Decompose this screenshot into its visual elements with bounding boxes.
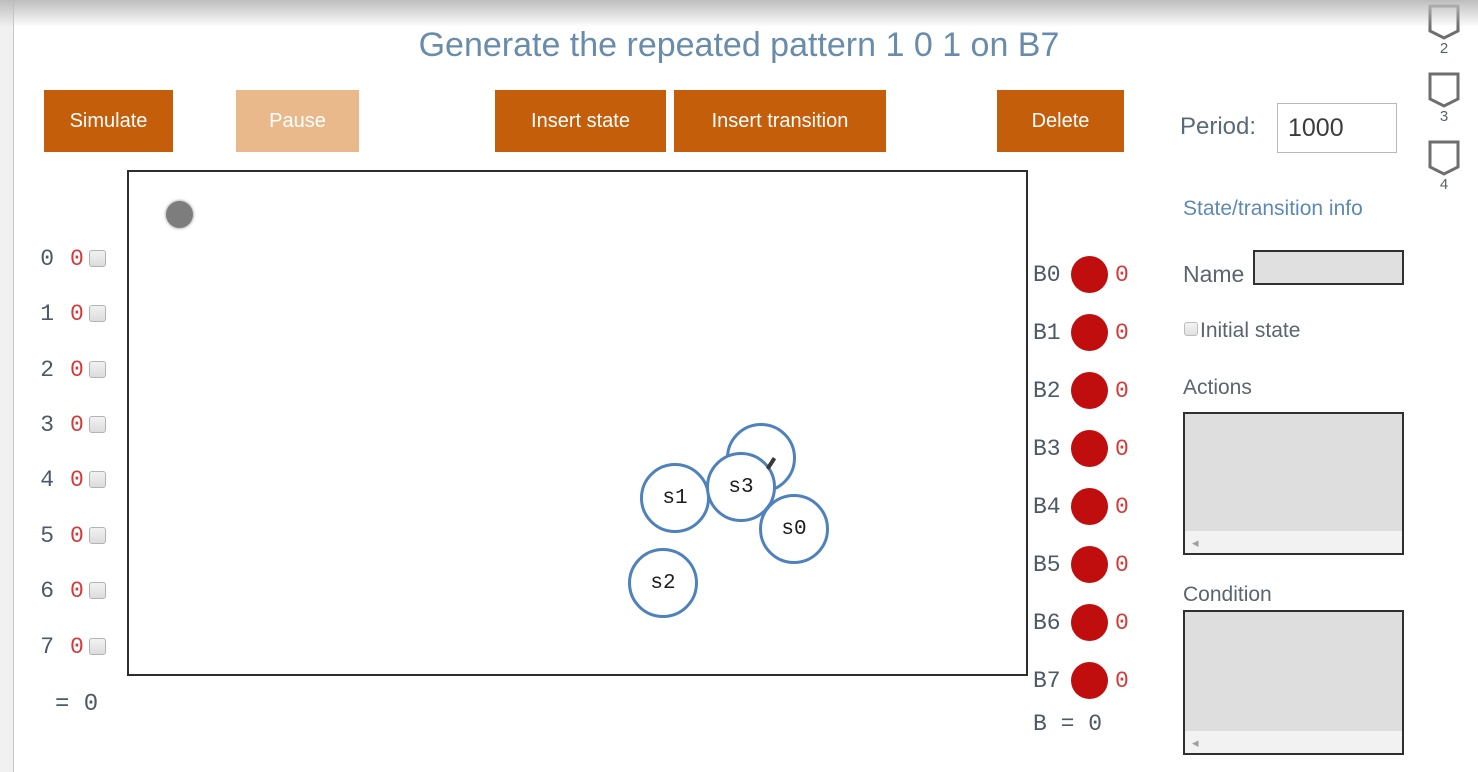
input-bit-value: 0 [70, 301, 84, 327]
condition-textarea[interactable] [1185, 612, 1402, 731]
actions-label: Actions [1183, 376, 1252, 399]
output-led [1071, 488, 1108, 525]
input-bit-checkbox[interactable] [89, 471, 106, 488]
output-led [1071, 256, 1108, 293]
condition-horizontal-scrollbar[interactable]: ◂ [1185, 731, 1402, 753]
input-bit-value: 0 [70, 634, 84, 660]
info-panel-title: State/transition info [1183, 197, 1363, 220]
period-input[interactable] [1277, 103, 1397, 153]
simulate-button[interactable]: Simulate [44, 90, 173, 152]
input-bit-label: 2 [40, 357, 54, 383]
scroll-left-icon[interactable]: ◂ [1192, 534, 1199, 550]
period-label: Period: [1180, 113, 1257, 140]
input-bit-checkbox[interactable] [89, 305, 106, 322]
input-bit-checkbox[interactable] [89, 582, 106, 599]
output-bit-value: 0 [1115, 668, 1129, 694]
input-bit-checkbox[interactable] [89, 527, 106, 544]
input-bit-value: 0 [70, 357, 84, 383]
pause-button[interactable]: Pause [236, 90, 359, 152]
insert-state-button[interactable]: Insert state [495, 90, 666, 152]
state-node-s2[interactable]: s2 [628, 548, 698, 618]
output-bit-value: 0 [1115, 436, 1129, 462]
input-bit-value: 0 [70, 246, 84, 272]
input-bit-label: 5 [40, 523, 54, 549]
output-bit-label: B3 [1033, 436, 1061, 462]
input-bit-label: 1 [40, 301, 54, 327]
top-gradient-shade [0, 0, 1478, 27]
output-bit-label: B6 [1033, 610, 1061, 636]
input-bit-value: 0 [70, 578, 84, 604]
output-bit-value: 0 [1115, 494, 1129, 520]
bookmark-icon[interactable] [1428, 140, 1460, 176]
input-bit-value: 0 [70, 523, 84, 549]
condition-label: Condition [1183, 583, 1272, 606]
insert-transition-button[interactable]: Insert transition [674, 90, 886, 152]
actions-textarea[interactable] [1185, 414, 1402, 531]
input-bit-value: 0 [70, 412, 84, 438]
output-bit-label: B5 [1033, 552, 1061, 578]
name-input[interactable] [1253, 250, 1404, 285]
output-bit-label: B7 [1033, 668, 1061, 694]
initial-state-label: Initial state [1200, 319, 1301, 342]
actions-textarea-container: ◂ [1183, 412, 1404, 555]
output-bit-label: B4 [1033, 494, 1061, 520]
input-bit-value: 0 [70, 467, 84, 493]
bookmark-icon[interactable] [1428, 4, 1460, 40]
scroll-left-icon[interactable]: ◂ [1192, 734, 1199, 750]
output-bit-label: B1 [1033, 320, 1061, 346]
bookmark-icon[interactable] [1428, 72, 1460, 108]
initial-state-checkbox[interactable] [1184, 322, 1198, 336]
output-bit-value: 0 [1115, 262, 1129, 288]
input-bit-label: 6 [40, 578, 54, 604]
bookmark-number: 3 [1439, 108, 1449, 125]
output-bit-value: 0 [1115, 378, 1129, 404]
output-led [1071, 314, 1108, 351]
page-left-margin [0, 0, 14, 772]
input-bit-label: 4 [40, 467, 54, 493]
output-bit-label: B2 [1033, 378, 1061, 404]
bookmark-number: 2 [1439, 40, 1449, 57]
state-node-s1[interactable]: s1 [640, 463, 710, 533]
input-bit-label: 3 [40, 412, 54, 438]
delete-button[interactable]: Delete [997, 90, 1124, 152]
output-bit-value: 0 [1115, 320, 1129, 346]
initial-state-dot[interactable] [166, 201, 193, 228]
output-led [1071, 430, 1108, 467]
input-bit-checkbox[interactable] [89, 250, 106, 267]
input-bit-label: 7 [40, 634, 54, 660]
input-bit-checkbox[interactable] [89, 361, 106, 378]
output-led [1071, 372, 1108, 409]
state-node-s3[interactable]: s3 [706, 452, 776, 522]
output-led [1071, 546, 1108, 583]
fsm-canvas[interactable] [127, 170, 1028, 676]
output-byte-summary: B = 0 [1033, 711, 1103, 737]
input-bit-checkbox[interactable] [89, 638, 106, 655]
state-node-s0[interactable]: s0 [759, 494, 829, 564]
output-led [1071, 662, 1108, 699]
input-bit-label: 0 [40, 246, 54, 272]
input-bit-checkbox[interactable] [89, 416, 106, 433]
output-bit-value: 0 [1115, 552, 1129, 578]
bookmark-number: 4 [1439, 176, 1449, 193]
page-title: Generate the repeated pattern 1 0 1 on B… [418, 26, 1060, 64]
actions-horizontal-scrollbar[interactable]: ◂ [1185, 531, 1402, 553]
name-label: Name [1183, 261, 1245, 287]
output-led [1071, 604, 1108, 641]
output-bit-label: B0 [1033, 262, 1061, 288]
output-bit-value: 0 [1115, 610, 1129, 636]
condition-textarea-container: ◂ [1183, 610, 1404, 755]
input-byte-summary: = 0 [55, 691, 99, 718]
